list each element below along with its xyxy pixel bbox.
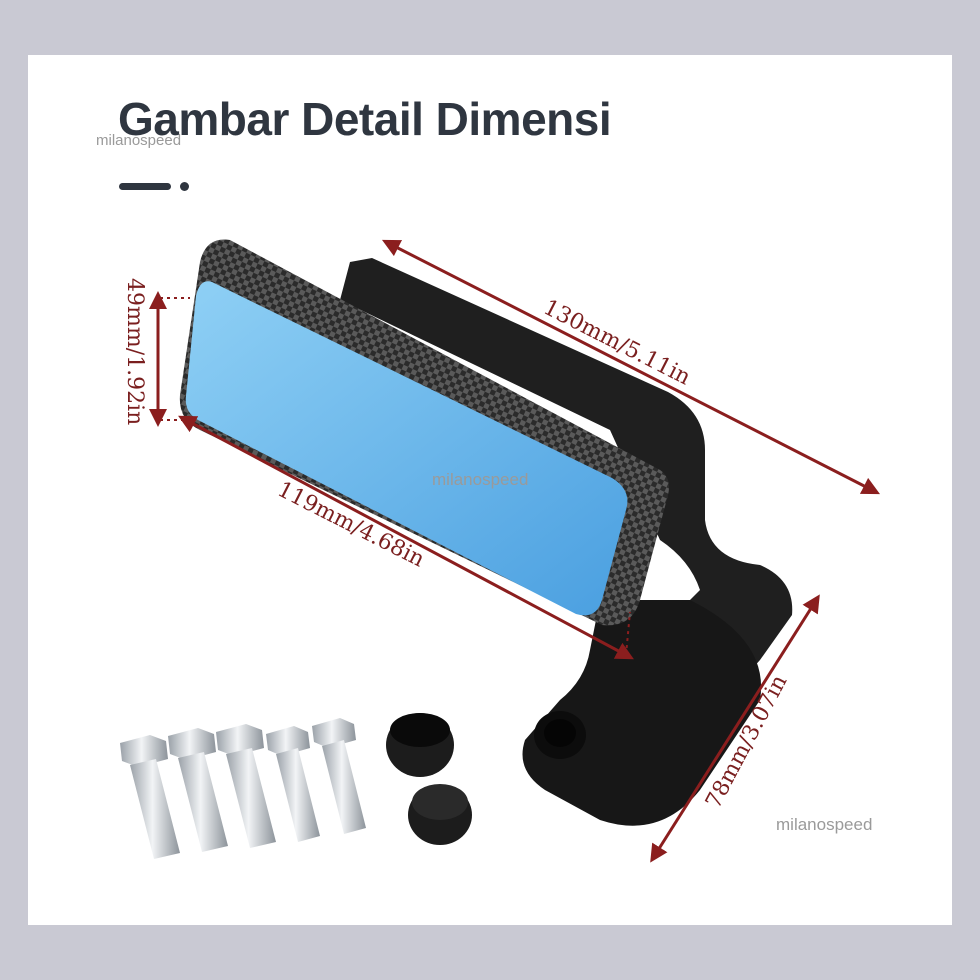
bolt xyxy=(216,724,276,848)
bolt xyxy=(168,728,228,852)
bolt xyxy=(120,735,180,859)
watermark-middle: milanospeed xyxy=(432,470,529,489)
bolt xyxy=(312,718,366,834)
title-underline-dot xyxy=(180,182,189,191)
dimension-glass-width xyxy=(178,415,634,660)
bolt-set xyxy=(120,718,366,859)
dimension-arm-height xyxy=(650,594,820,863)
title-underline-bar xyxy=(119,183,171,190)
rubber-cap xyxy=(386,713,454,777)
rubber-cap xyxy=(408,784,472,845)
watermark-top: milanospeed xyxy=(96,132,182,149)
page-title: Gambar Detail Dimensi xyxy=(118,93,612,145)
watermark-bottom: milanospeed xyxy=(776,815,873,834)
label-glass-height: 49mm/1.92in xyxy=(122,278,147,425)
bolt xyxy=(266,726,320,842)
cap-set xyxy=(386,713,472,845)
dimension-total-length xyxy=(381,239,881,495)
dimension-glass-height xyxy=(149,291,192,427)
